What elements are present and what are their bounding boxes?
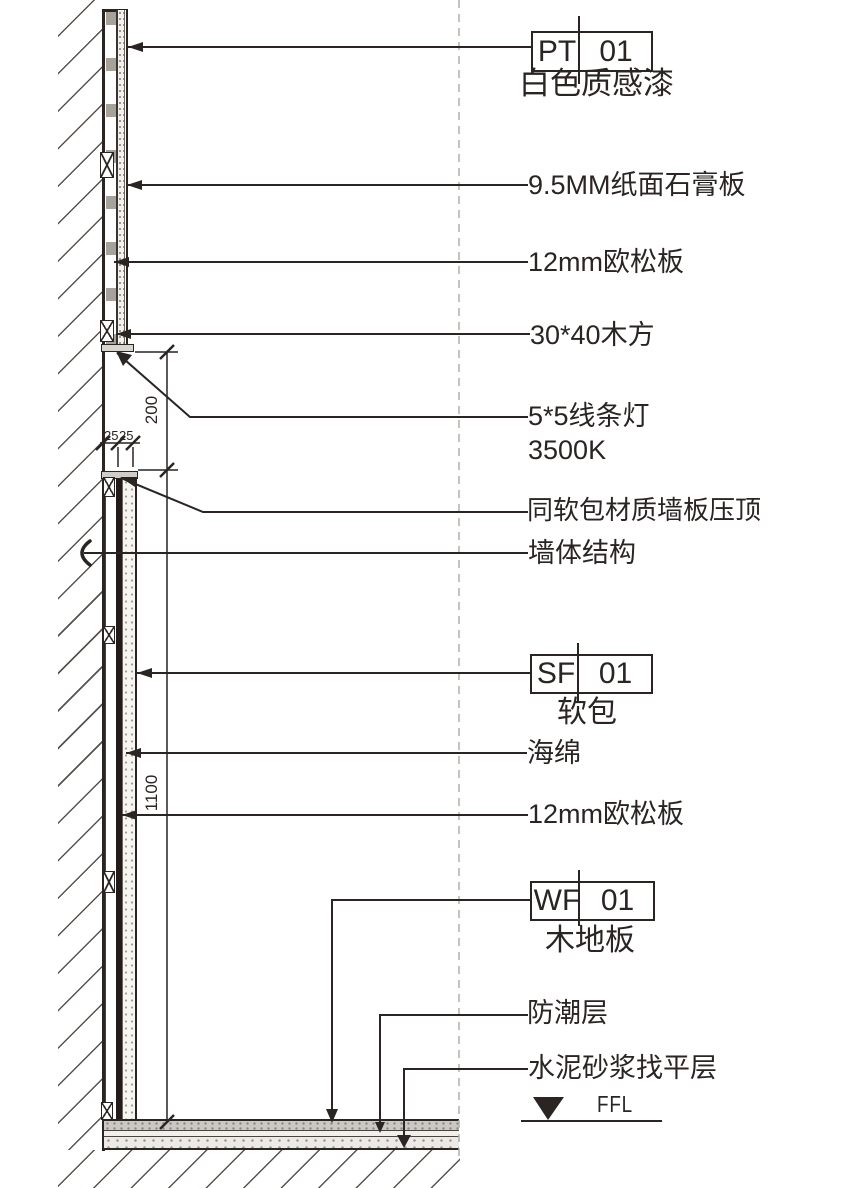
dimension-lines (100, 351, 178, 1122)
wall-face-line (102, 9, 105, 1151)
label-softpack-name: 软包 (557, 696, 617, 729)
tag-divider-line (577, 643, 579, 702)
wall-top-cap-line (102, 9, 128, 12)
tag-divider-line (578, 16, 580, 84)
label-linear-light: 5*5线条灯 (528, 401, 650, 431)
leader-lines (84, 46, 531, 1138)
dimension-25-right: 25 (119, 428, 134, 443)
tag-number: 01 (600, 884, 635, 917)
tag-code: WF (533, 884, 581, 917)
wood-batten-section (100, 152, 114, 178)
label-osb-lower: 12mm欧松板 (528, 799, 685, 829)
label-osb-upper: 12mm欧松板 (528, 247, 685, 277)
dimension-200: 200 (142, 395, 161, 425)
label-light-temperature: 3500K (528, 435, 607, 465)
paint-finish-layer (124, 10, 128, 344)
label-woodfloor-name: 木地板 (545, 924, 635, 957)
wood-batten-section (100, 320, 114, 342)
label-moisture-layer: 防潮层 (527, 998, 608, 1028)
upper-osb-layer (116, 10, 118, 344)
wood-batten-section (101, 1102, 113, 1120)
wood-batten-section (103, 477, 115, 497)
softpack-top-cap (101, 471, 138, 479)
tag-number: 01 (598, 657, 633, 690)
moisture-layer-band (104, 1131, 459, 1137)
label-paint-name: 白色质感漆 (519, 66, 674, 101)
wood-floor-band (104, 1119, 459, 1131)
mortar-leveling-band (104, 1137, 459, 1150)
upper-batten-layer (106, 12, 117, 344)
light-recess-cap (101, 344, 134, 352)
tag-code: PT (537, 34, 577, 68)
label-sponge: 海绵 (527, 738, 581, 768)
dimension-1100: 1100 (142, 774, 161, 812)
tag-divider-line (578, 870, 580, 926)
material-tag-softpack: SF 01 (530, 654, 653, 694)
leader-arrowheads (114, 42, 411, 1148)
tag-code: SF (536, 657, 576, 690)
softpack-sponge-layer (122, 479, 137, 1122)
label-gypsum-board: 9.5MM纸面石膏板 (528, 170, 746, 200)
floor-slab-hatch (58, 1150, 460, 1188)
wood-batten-section (103, 871, 115, 893)
wood-batten-section (103, 626, 115, 644)
label-mortar-leveling: 水泥砂浆找平层 (528, 1053, 717, 1083)
material-tag-woodfloor: WF 01 (530, 881, 655, 921)
label-wood-batten: 30*40木方 (530, 320, 655, 350)
dimension-25-left: 25 (104, 428, 119, 443)
label-softpack-cap: 同软包材质墙板压顶 (527, 495, 762, 525)
material-tag-paint: PT 01 (531, 31, 653, 72)
gypsum-board-layer (118, 10, 124, 344)
lower-batten-zone-line (105, 479, 106, 1122)
label-wall-structure: 墙体结构 (528, 538, 636, 568)
existing-wall-hatch (58, 0, 102, 1150)
lower-osb-layer (116, 479, 122, 1122)
label-ffl: FFL (597, 1091, 633, 1117)
tag-number: 01 (599, 34, 633, 68)
ffl-level-triangle-icon (533, 1097, 564, 1120)
